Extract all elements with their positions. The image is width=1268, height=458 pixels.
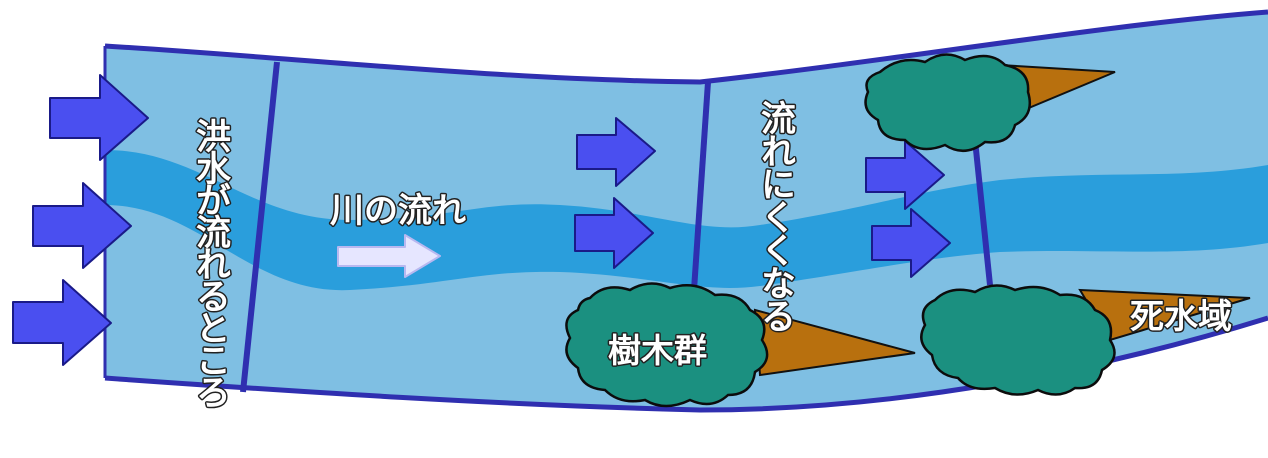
right-arrow-icon — [576, 117, 656, 187]
tree-group-right — [920, 284, 1116, 396]
right-arrow-icon — [865, 140, 945, 210]
flood-flow-area-label: 洪水が流れるところ — [190, 118, 231, 408]
tree-group-upper — [864, 53, 1032, 152]
river-flow-label: 川の流れ — [330, 191, 466, 231]
tree-cluster-icon — [920, 284, 1116, 396]
flood-arrows-right — [865, 140, 951, 278]
tree-cluster-icon — [864, 53, 1032, 152]
right-arrow-icon — [32, 182, 132, 269]
cross-section-line-1 — [240, 61, 280, 393]
tree-group-middle — [565, 282, 769, 408]
right-arrow-icon — [871, 208, 951, 278]
cross-section-line-2 — [691, 81, 711, 291]
river-flow-arrow — [337, 234, 441, 278]
bank-top — [104, 9, 1268, 85]
tree-cluster-icon — [565, 282, 769, 408]
flood-arrows-middle — [574, 117, 656, 269]
dead-water-zone-label: 死水域 — [1130, 297, 1232, 337]
right-arrow-icon — [574, 197, 654, 269]
cross-section-line-3 — [972, 139, 993, 286]
right-arrow-icon — [12, 279, 112, 366]
right-arrow-icon — [49, 74, 149, 161]
flood-arrows-left — [12, 74, 149, 366]
harder-to-flow-label: 流れにくくなる — [755, 100, 796, 332]
tree-group-label: 樹木群 — [608, 331, 707, 370]
